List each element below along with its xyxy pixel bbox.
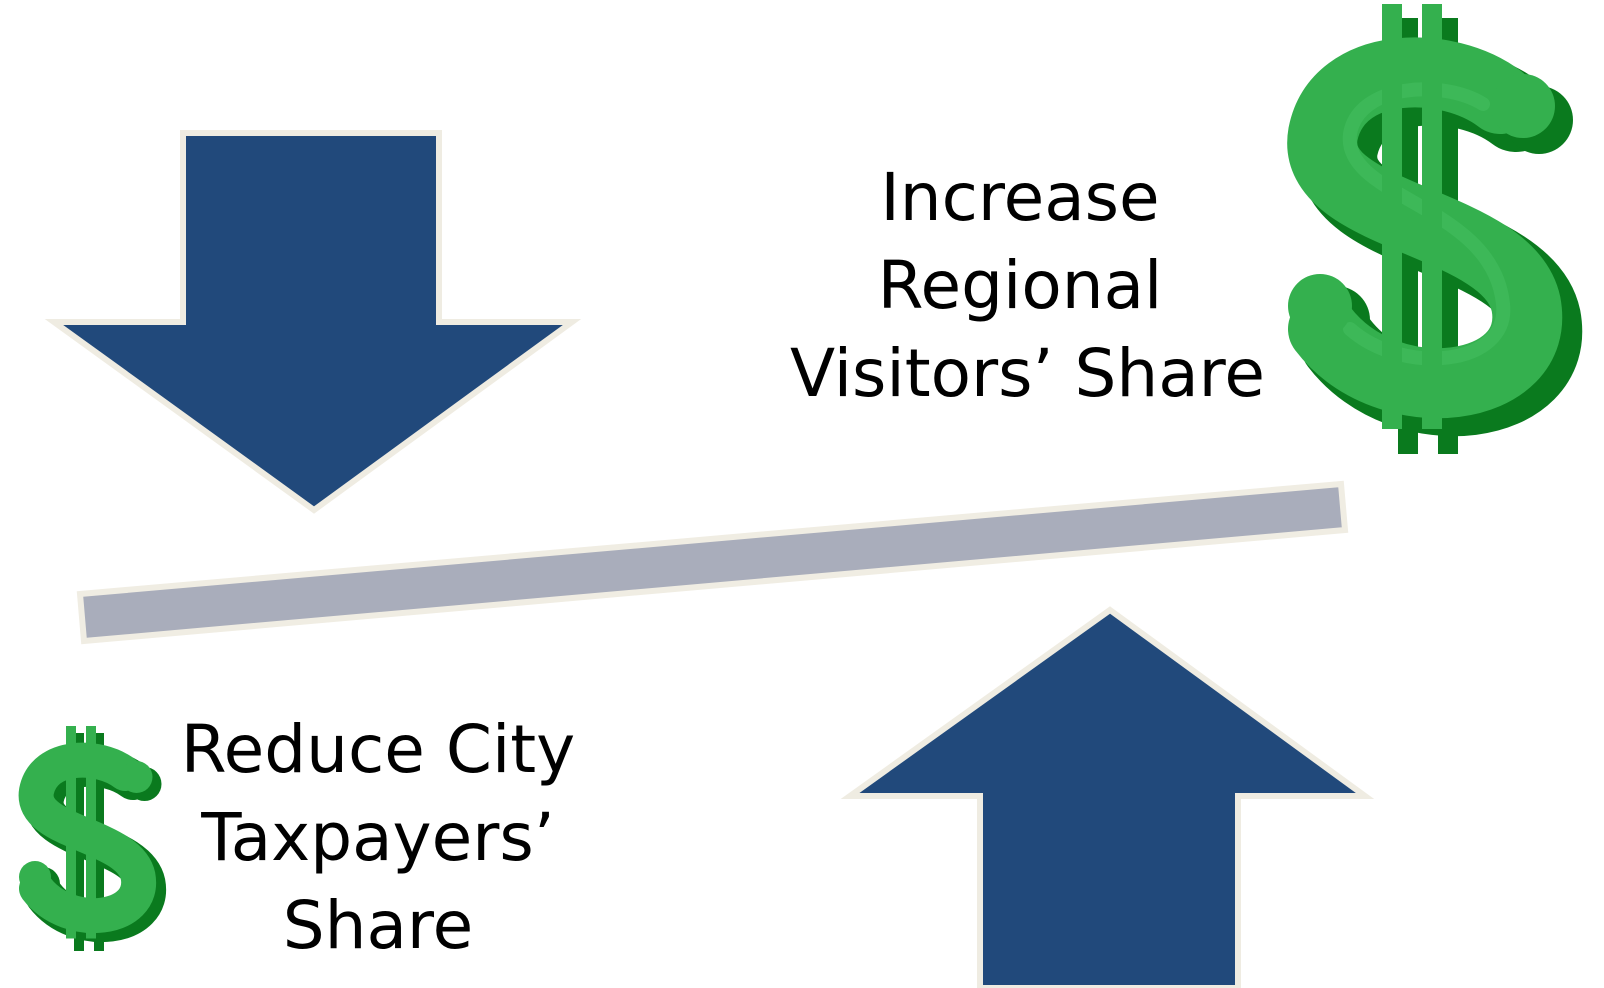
increase-label-line-3: Visitors’ Share [790, 335, 1265, 412]
reduce-label-line-1: Reduce City [180, 711, 576, 788]
increase-label-line-2: Regional [877, 247, 1163, 324]
increase-label-line-1: Increase [880, 159, 1160, 236]
large-dollar-icon [1287, 4, 1583, 454]
balance-beam [76, 480, 1349, 645]
up-arrow-icon [840, 606, 1375, 988]
reduce-city-share-label: Reduce City Taxpayers’ Share [178, 706, 578, 970]
reduce-label-line-3: Share [282, 887, 474, 964]
increase-regional-share-label: Increase Regional Visitors’ Share [790, 154, 1265, 418]
down-arrow-icon [44, 130, 582, 514]
reduce-label-line-2: Taxpayers’ [201, 799, 555, 876]
small-dollar-icon [18, 726, 167, 951]
